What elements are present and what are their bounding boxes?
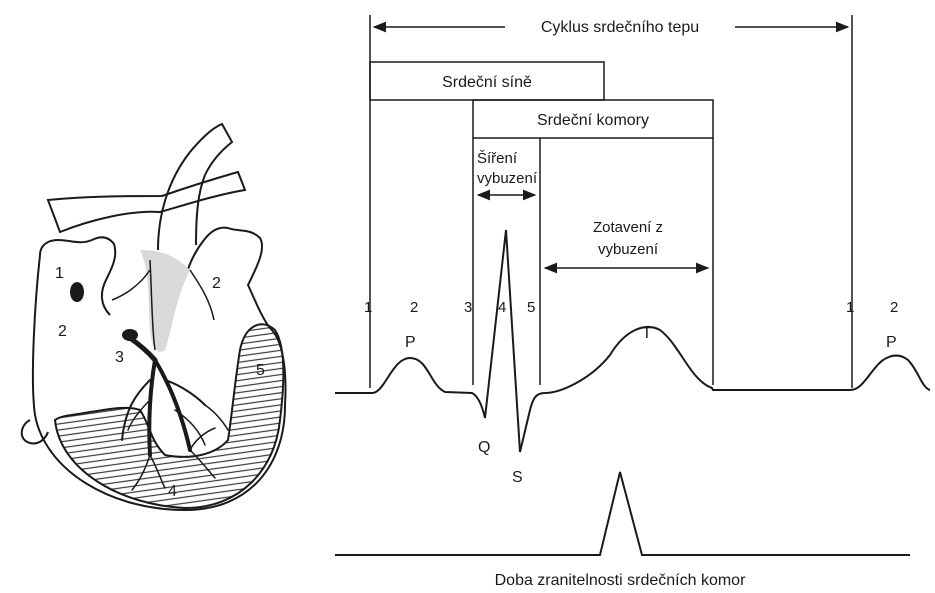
marker-3: 3 — [464, 299, 472, 316]
ecg-trace — [335, 230, 930, 555]
excitation-spread-label-2: vybuzení — [477, 170, 538, 187]
marker-1a: 1 — [364, 299, 372, 316]
atrial-septum — [140, 250, 190, 352]
wave-p2: P — [886, 334, 897, 351]
heart-label-5: 5 — [256, 362, 265, 379]
marker-2b: 2 — [890, 299, 898, 316]
recovery-label-2: vybuzení — [598, 241, 659, 258]
cycle-label: Cyklus srdečního tepu — [541, 19, 699, 36]
heart-illustration: 1 2 2 3 4 5 — [22, 124, 286, 510]
wave-p1: P — [405, 334, 416, 351]
wave-labels: P Q S T P — [405, 325, 897, 486]
wave-t: T — [642, 325, 652, 342]
sa-node — [70, 282, 84, 302]
vulnerability-label: Doba zranitelnosti srdečních komor — [495, 572, 746, 589]
ecg-waveform — [335, 230, 930, 452]
ventricles-label: Srdeční komory — [537, 112, 649, 129]
vulnerability-curve — [335, 472, 910, 555]
ecg-markers: 1 2 3 4 5 1 2 — [364, 299, 898, 316]
ventricle-wall — [55, 324, 283, 508]
wave-s: S — [512, 469, 523, 486]
marker-2a: 2 — [410, 299, 418, 316]
wave-q: Q — [478, 439, 490, 456]
atria-label: Srdeční síně — [442, 74, 532, 91]
timing-brackets: Cyklus srdečního tepu Srdeční síně Srdeč… — [370, 15, 852, 388]
recovery-label-1: Zotavení z — [593, 219, 663, 236]
excitation-spread-label-1: Šíření — [477, 150, 518, 167]
heart-label-3: 3 — [115, 349, 124, 366]
heart-label-1: 1 — [55, 265, 64, 282]
aorta — [158, 124, 232, 250]
heart-label-2a: 2 — [58, 323, 67, 340]
marker-5: 5 — [527, 299, 535, 316]
marker-1b: 1 — [846, 299, 854, 316]
heart-label-2b: 2 — [212, 275, 221, 292]
heart-label-4: 4 — [168, 483, 177, 500]
marker-4: 4 — [498, 299, 506, 316]
pulmonary-vessels — [48, 172, 245, 232]
